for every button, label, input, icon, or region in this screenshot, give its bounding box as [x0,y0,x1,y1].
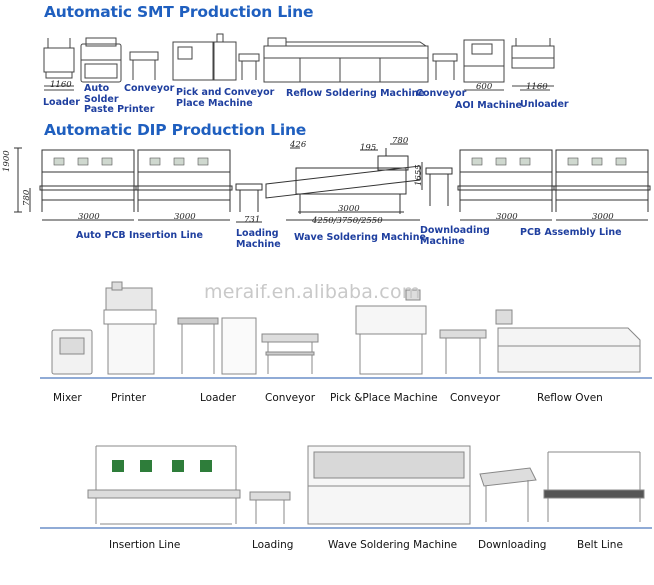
photo-loading [249,491,291,524]
dip-dim-wave-len: 4250/3750/2550 [312,216,383,226]
photo-label-insertion: Insertion Line [109,539,181,551]
smt-dim-loader: 1160 [50,80,72,90]
smt-unloader-drawing [511,38,555,87]
dip-dim-3000e: 3000 [592,212,614,222]
dip-loading-machine [235,183,263,212]
photo-label-wave: Wave Soldering Machine [328,539,458,551]
photo-label-belt: Belt Line [577,539,623,551]
smt-title: Automatic SMT Production Line [44,3,314,21]
watermark: meraif.en.alibaba.com [204,281,421,303]
dip-dim-3000d: 3000 [496,212,518,222]
dip-dim-780: 780 [22,189,32,206]
dip-insertion-table-a [39,149,137,212]
dip-dim-1900: 1900 [2,150,12,172]
dip-label-insertion: Auto PCB Insertion Line [76,230,203,241]
smt-label-printer: Auto Solder Paste Printer [84,83,155,115]
photo-label-downloading: Downloading [478,539,547,551]
photo-label-printer: Printer [111,392,146,404]
dip-dim-195: 195 [360,143,377,153]
photo-label-reflow: Reflow Oven [537,392,603,404]
photo-label-conveyor1: Conveyor [265,392,316,404]
photo-label-conveyor2: Conveyor [450,392,501,404]
dip-dim-3000b: 3000 [174,212,196,222]
photo-label-loader: Loader [200,392,236,404]
smt-printer-drawing [80,37,122,83]
dip-downloading-machine [425,167,453,206]
photo-label-pickplace: Pick &Place Machine [330,392,438,404]
photo-conveyor2 [439,329,487,374]
smt-label-reflow: Reflow Soldering Machine [286,88,425,99]
smt-reflow-drawing [263,37,429,83]
smt-conveyor1-drawing [129,51,159,80]
smt-label-conveyor1: Conveyor [124,83,175,94]
photo-downloading [479,467,537,522]
photo-loader [177,317,257,375]
smt-label-loader: Loader [43,97,80,108]
smt-conveyor2-drawing [238,53,260,80]
smt-dim-aoi: 600 [476,82,493,92]
dip-dim-3000c: 3000 [338,204,360,214]
photo-conveyor1 [261,333,319,374]
smt-loader-drawing [43,38,75,87]
photo-mixer [51,329,93,375]
dip-dim-731: 731 [244,215,261,225]
dip-dim-3000a: 3000 [78,212,100,222]
dip-label-wave: Wave Soldering Machine [294,232,426,243]
photo-label-mixer: Mixer [53,392,82,404]
smt-label-unloader: Unloader [520,99,569,110]
dip-label-assembly: PCB Assembly Line [520,227,622,238]
photo-reflow [495,309,641,373]
smt-label-aoi: AOI Machine [455,100,522,111]
smt-label-conveyor3: Conveyor [416,88,467,99]
dip-title: Automatic DIP Production Line [44,121,307,139]
photo-insertion-line [87,445,241,525]
dip-label-loading: Loading Machine [236,228,281,250]
dip-dim-1655: 1655 [414,164,424,186]
smt-pickplace-drawing [172,33,237,81]
smt-conveyor3-drawing [432,53,458,80]
dip-dim-426: 426 [290,140,307,150]
smt-dim-unloader: 1160 [526,82,548,92]
dip-dim-780b: 780 [392,136,409,146]
dip-assembly-table-d [553,149,651,212]
smt-aoi-drawing [463,39,505,83]
photo-label-loading: Loading [252,539,294,551]
smt-label-pickplace: Pick and Place Machine [176,87,253,109]
photo-wave [307,445,471,525]
dip-label-downloading: Downloading Machine [420,225,490,247]
photo-belt-line [543,451,645,522]
dip-assembly-table-c [457,149,555,212]
smt-label-conveyor2: Conveyor [224,87,275,98]
photo-printer [103,281,157,375]
dip-insertion-table-b [135,149,233,212]
